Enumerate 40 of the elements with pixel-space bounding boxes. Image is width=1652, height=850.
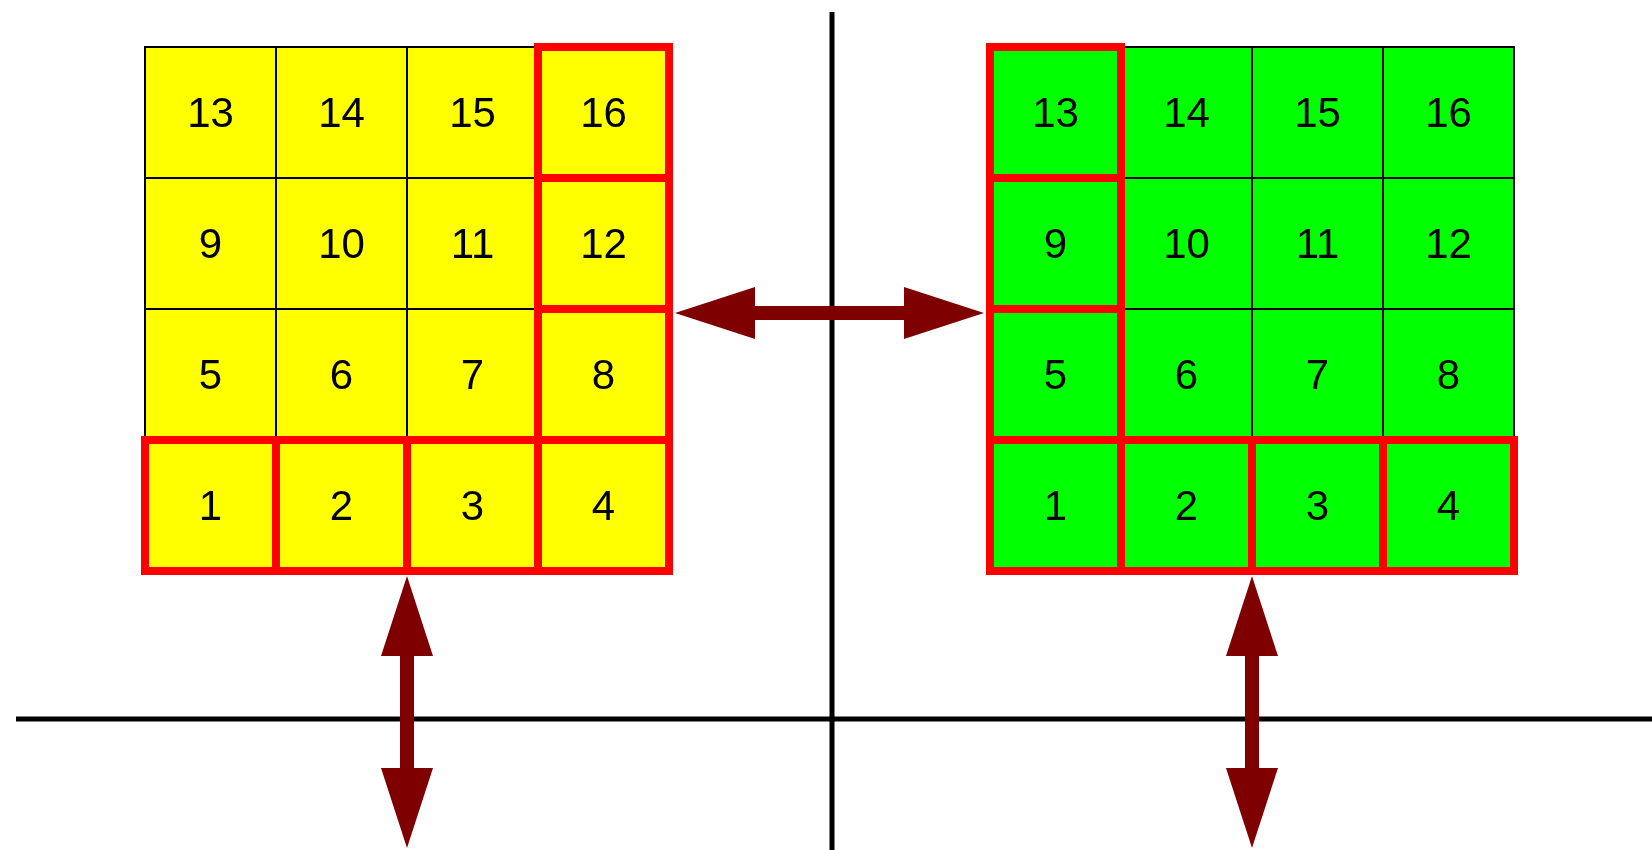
- cell-number: 16: [580, 88, 627, 137]
- cell-number: 13: [1032, 88, 1079, 137]
- cell-number: 3: [460, 481, 485, 530]
- cell-number: 12: [1425, 219, 1472, 268]
- grid-cell: [145, 178, 276, 309]
- cell-number: 7: [460, 350, 485, 399]
- cell-number: 9: [198, 219, 223, 268]
- cell-number: 10: [318, 219, 365, 268]
- cell-number: 16: [1425, 88, 1472, 137]
- cell-number: 8: [591, 350, 616, 399]
- cell-number: 10: [1163, 219, 1210, 268]
- cell-number: 13: [187, 88, 234, 137]
- cell-number: 11: [1295, 219, 1340, 268]
- grid-cell: [276, 47, 407, 178]
- cell-number: 14: [1163, 88, 1210, 137]
- cell-number: 2: [329, 481, 354, 530]
- cell-number: 2: [1174, 481, 1199, 530]
- cell-number: 1: [1043, 481, 1068, 530]
- cell-number: 9: [1043, 219, 1068, 268]
- cell-number: 5: [1043, 350, 1068, 399]
- cell-number: 12: [580, 219, 627, 268]
- cell-number: 4: [591, 481, 616, 530]
- cell-number: 6: [1174, 350, 1199, 399]
- cell-number: 6: [329, 350, 354, 399]
- grid-cell: [1383, 47, 1514, 178]
- cell-number: 1: [198, 481, 223, 530]
- cell-number: 15: [1294, 88, 1341, 137]
- cell-number: 11: [450, 219, 495, 268]
- cell-number: 4: [1436, 481, 1461, 530]
- cell-number: 8: [1436, 350, 1461, 399]
- cell-number: 3: [1305, 481, 1330, 530]
- cell-number: 15: [449, 88, 496, 137]
- grid-cell: [1383, 178, 1514, 309]
- grid-cell: [276, 178, 407, 309]
- grid-cell: [1252, 178, 1383, 309]
- cell-number: 5: [198, 350, 223, 399]
- cell-number: 14: [318, 88, 365, 137]
- cell-number: 7: [1305, 350, 1330, 399]
- grid-cell: [145, 47, 276, 178]
- grid-cell: [1252, 47, 1383, 178]
